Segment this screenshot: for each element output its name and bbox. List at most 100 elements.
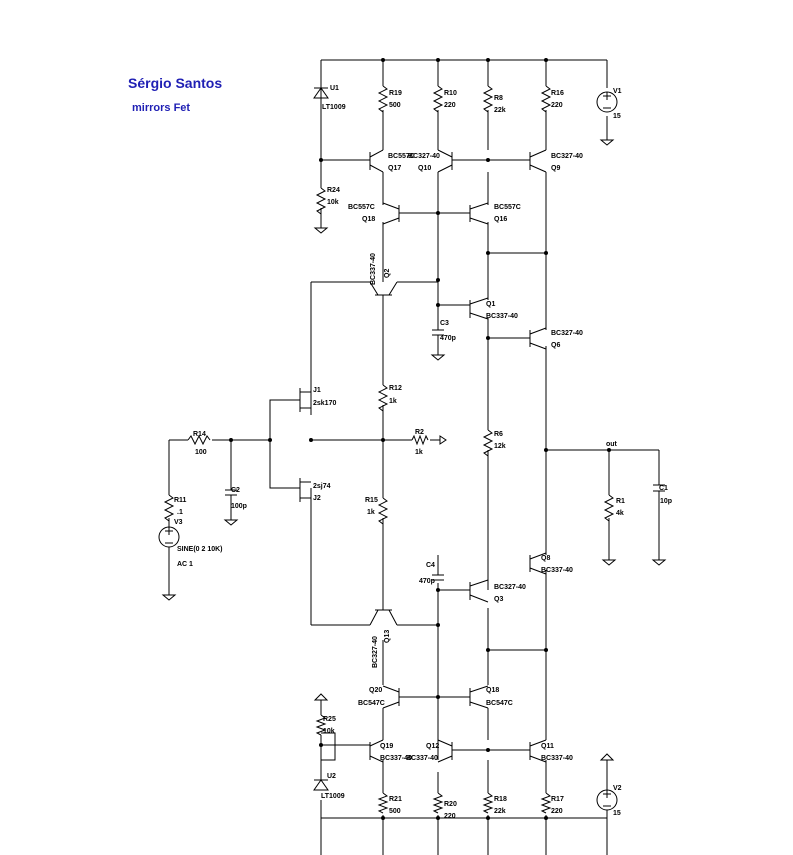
label-q17-part: BC557C bbox=[388, 153, 415, 160]
label-q6-part: BC327-40 bbox=[551, 330, 583, 337]
label-q19: Q19 bbox=[380, 743, 393, 750]
resistor-r6-icon bbox=[482, 429, 494, 457]
resistor-r20-icon bbox=[432, 792, 444, 814]
label-r10-val: 220 bbox=[444, 102, 456, 109]
source-symbols bbox=[158, 91, 618, 811]
capacitor-symbols bbox=[225, 329, 665, 581]
label-q11: Q11 bbox=[541, 743, 554, 750]
label-r1: R1 bbox=[616, 498, 625, 505]
reference-u2-icon bbox=[313, 779, 329, 791]
label-q18b: Q18 bbox=[486, 687, 499, 694]
transistor-q1-icon bbox=[469, 297, 489, 320]
transistor-q3-icon bbox=[469, 579, 489, 603]
transistor-q6-icon bbox=[529, 327, 547, 350]
label-q8-part: BC337-40 bbox=[541, 567, 573, 574]
author-title: Sérgio Santos bbox=[128, 75, 222, 91]
label-u1: U1 bbox=[330, 85, 339, 92]
label-r18: R18 bbox=[494, 796, 507, 803]
resistor-symbols bbox=[163, 85, 615, 814]
transistor-q11-icon bbox=[529, 739, 547, 763]
ground-icon bbox=[601, 559, 617, 566]
resistor-r12-icon bbox=[377, 384, 389, 412]
label-r2-val: 1k bbox=[415, 449, 423, 456]
capacitor-c3-icon bbox=[432, 329, 444, 343]
label-j1: J1 bbox=[313, 387, 321, 394]
transistor-symbols bbox=[299, 149, 547, 763]
label-r10: R10 bbox=[444, 90, 457, 97]
label-q6: Q6 bbox=[551, 342, 560, 349]
ground-icon bbox=[439, 435, 447, 445]
wires bbox=[168, 59, 660, 855]
resistor-r2-icon bbox=[411, 434, 429, 446]
label-r19-val: 500 bbox=[389, 102, 401, 109]
label-q20-part: BC547C bbox=[358, 700, 385, 707]
label-u2-part: LT1009 bbox=[321, 793, 345, 800]
ground-icon bbox=[313, 693, 329, 701]
label-q3: Q3 bbox=[494, 596, 503, 603]
capacitor-c4-icon bbox=[432, 574, 444, 581]
label-q12: Q12 bbox=[426, 743, 439, 750]
label-u1-part: LT1009 bbox=[322, 104, 346, 111]
label-r17: R17 bbox=[551, 796, 564, 803]
label-q9-part: BC327-40 bbox=[551, 153, 583, 160]
label-r16-val: 220 bbox=[551, 102, 563, 109]
transistor-q9-icon bbox=[529, 149, 547, 173]
ground-icon bbox=[313, 227, 329, 234]
label-r14: R14 bbox=[193, 431, 206, 438]
label-q18: Q18 bbox=[362, 216, 375, 223]
label-q13: Q13 bbox=[384, 630, 391, 643]
label-c3-val: 470p bbox=[440, 335, 456, 342]
label-r24: R24 bbox=[327, 187, 340, 194]
transistor-q2-icon bbox=[369, 281, 398, 296]
label-v1: V1 bbox=[613, 88, 622, 95]
resistor-r8-icon bbox=[482, 85, 494, 113]
label-v2: V2 bbox=[613, 785, 622, 792]
label-c4-val: 470p bbox=[419, 578, 435, 585]
label-r18-val: 22k bbox=[494, 808, 506, 815]
transistor-q8-icon bbox=[529, 552, 547, 575]
ground-icon bbox=[651, 559, 667, 566]
transistor-q12-icon bbox=[437, 739, 453, 763]
label-c2: C2 bbox=[231, 487, 240, 494]
label-r20: R20 bbox=[444, 801, 457, 808]
label-r2: R2 bbox=[415, 429, 424, 436]
label-q11-part: BC337-40 bbox=[541, 755, 573, 762]
jfet-j1-icon bbox=[299, 388, 311, 412]
label-r19: R19 bbox=[389, 90, 402, 97]
label-r8-val: 22k bbox=[494, 107, 506, 114]
transistor-q19-icon bbox=[369, 739, 384, 763]
reference-symbols bbox=[313, 87, 329, 791]
label-q1: Q1 bbox=[486, 301, 495, 308]
label-r15: R15 bbox=[365, 497, 378, 504]
label-q17: Q17 bbox=[388, 165, 401, 172]
resistor-r1-icon bbox=[603, 494, 615, 522]
label-r6-val: 12k bbox=[494, 443, 506, 450]
label-r14-val: 100 bbox=[195, 449, 207, 456]
component-labels: U1 LT1009 R19 500 R10 220 R8 22k R16 220… bbox=[174, 85, 672, 820]
label-r6: R6 bbox=[494, 431, 503, 438]
label-q10: Q10 bbox=[418, 165, 431, 172]
label-out: out bbox=[606, 441, 618, 448]
label-q8: Q8 bbox=[541, 555, 550, 562]
transistor-q18-icon bbox=[382, 202, 400, 225]
label-q9: Q9 bbox=[551, 165, 560, 172]
label-r15-val: 1k bbox=[367, 509, 375, 516]
label-q10-part: BC327-40 bbox=[408, 153, 440, 160]
label-r21-val: 500 bbox=[389, 808, 401, 815]
label-q3-part: BC327-40 bbox=[494, 584, 526, 591]
label-q18b-part: BC547C bbox=[486, 700, 513, 707]
transistor-q13-icon bbox=[369, 609, 398, 626]
ground-icon bbox=[599, 139, 615, 146]
label-r20-val: 220 bbox=[444, 813, 456, 820]
label-r11-val: .1 bbox=[177, 509, 183, 516]
label-q1-part: BC337-40 bbox=[486, 313, 518, 320]
resistor-r25-icon bbox=[315, 714, 327, 736]
subtitle: mirrors Fet bbox=[132, 102, 190, 114]
label-v1-val: 15 bbox=[613, 113, 621, 120]
resistor-r11-icon bbox=[163, 494, 175, 522]
transistor-q16-icon bbox=[469, 202, 489, 225]
label-c2-val: 100p bbox=[231, 503, 247, 510]
label-c4: C4 bbox=[426, 562, 435, 569]
